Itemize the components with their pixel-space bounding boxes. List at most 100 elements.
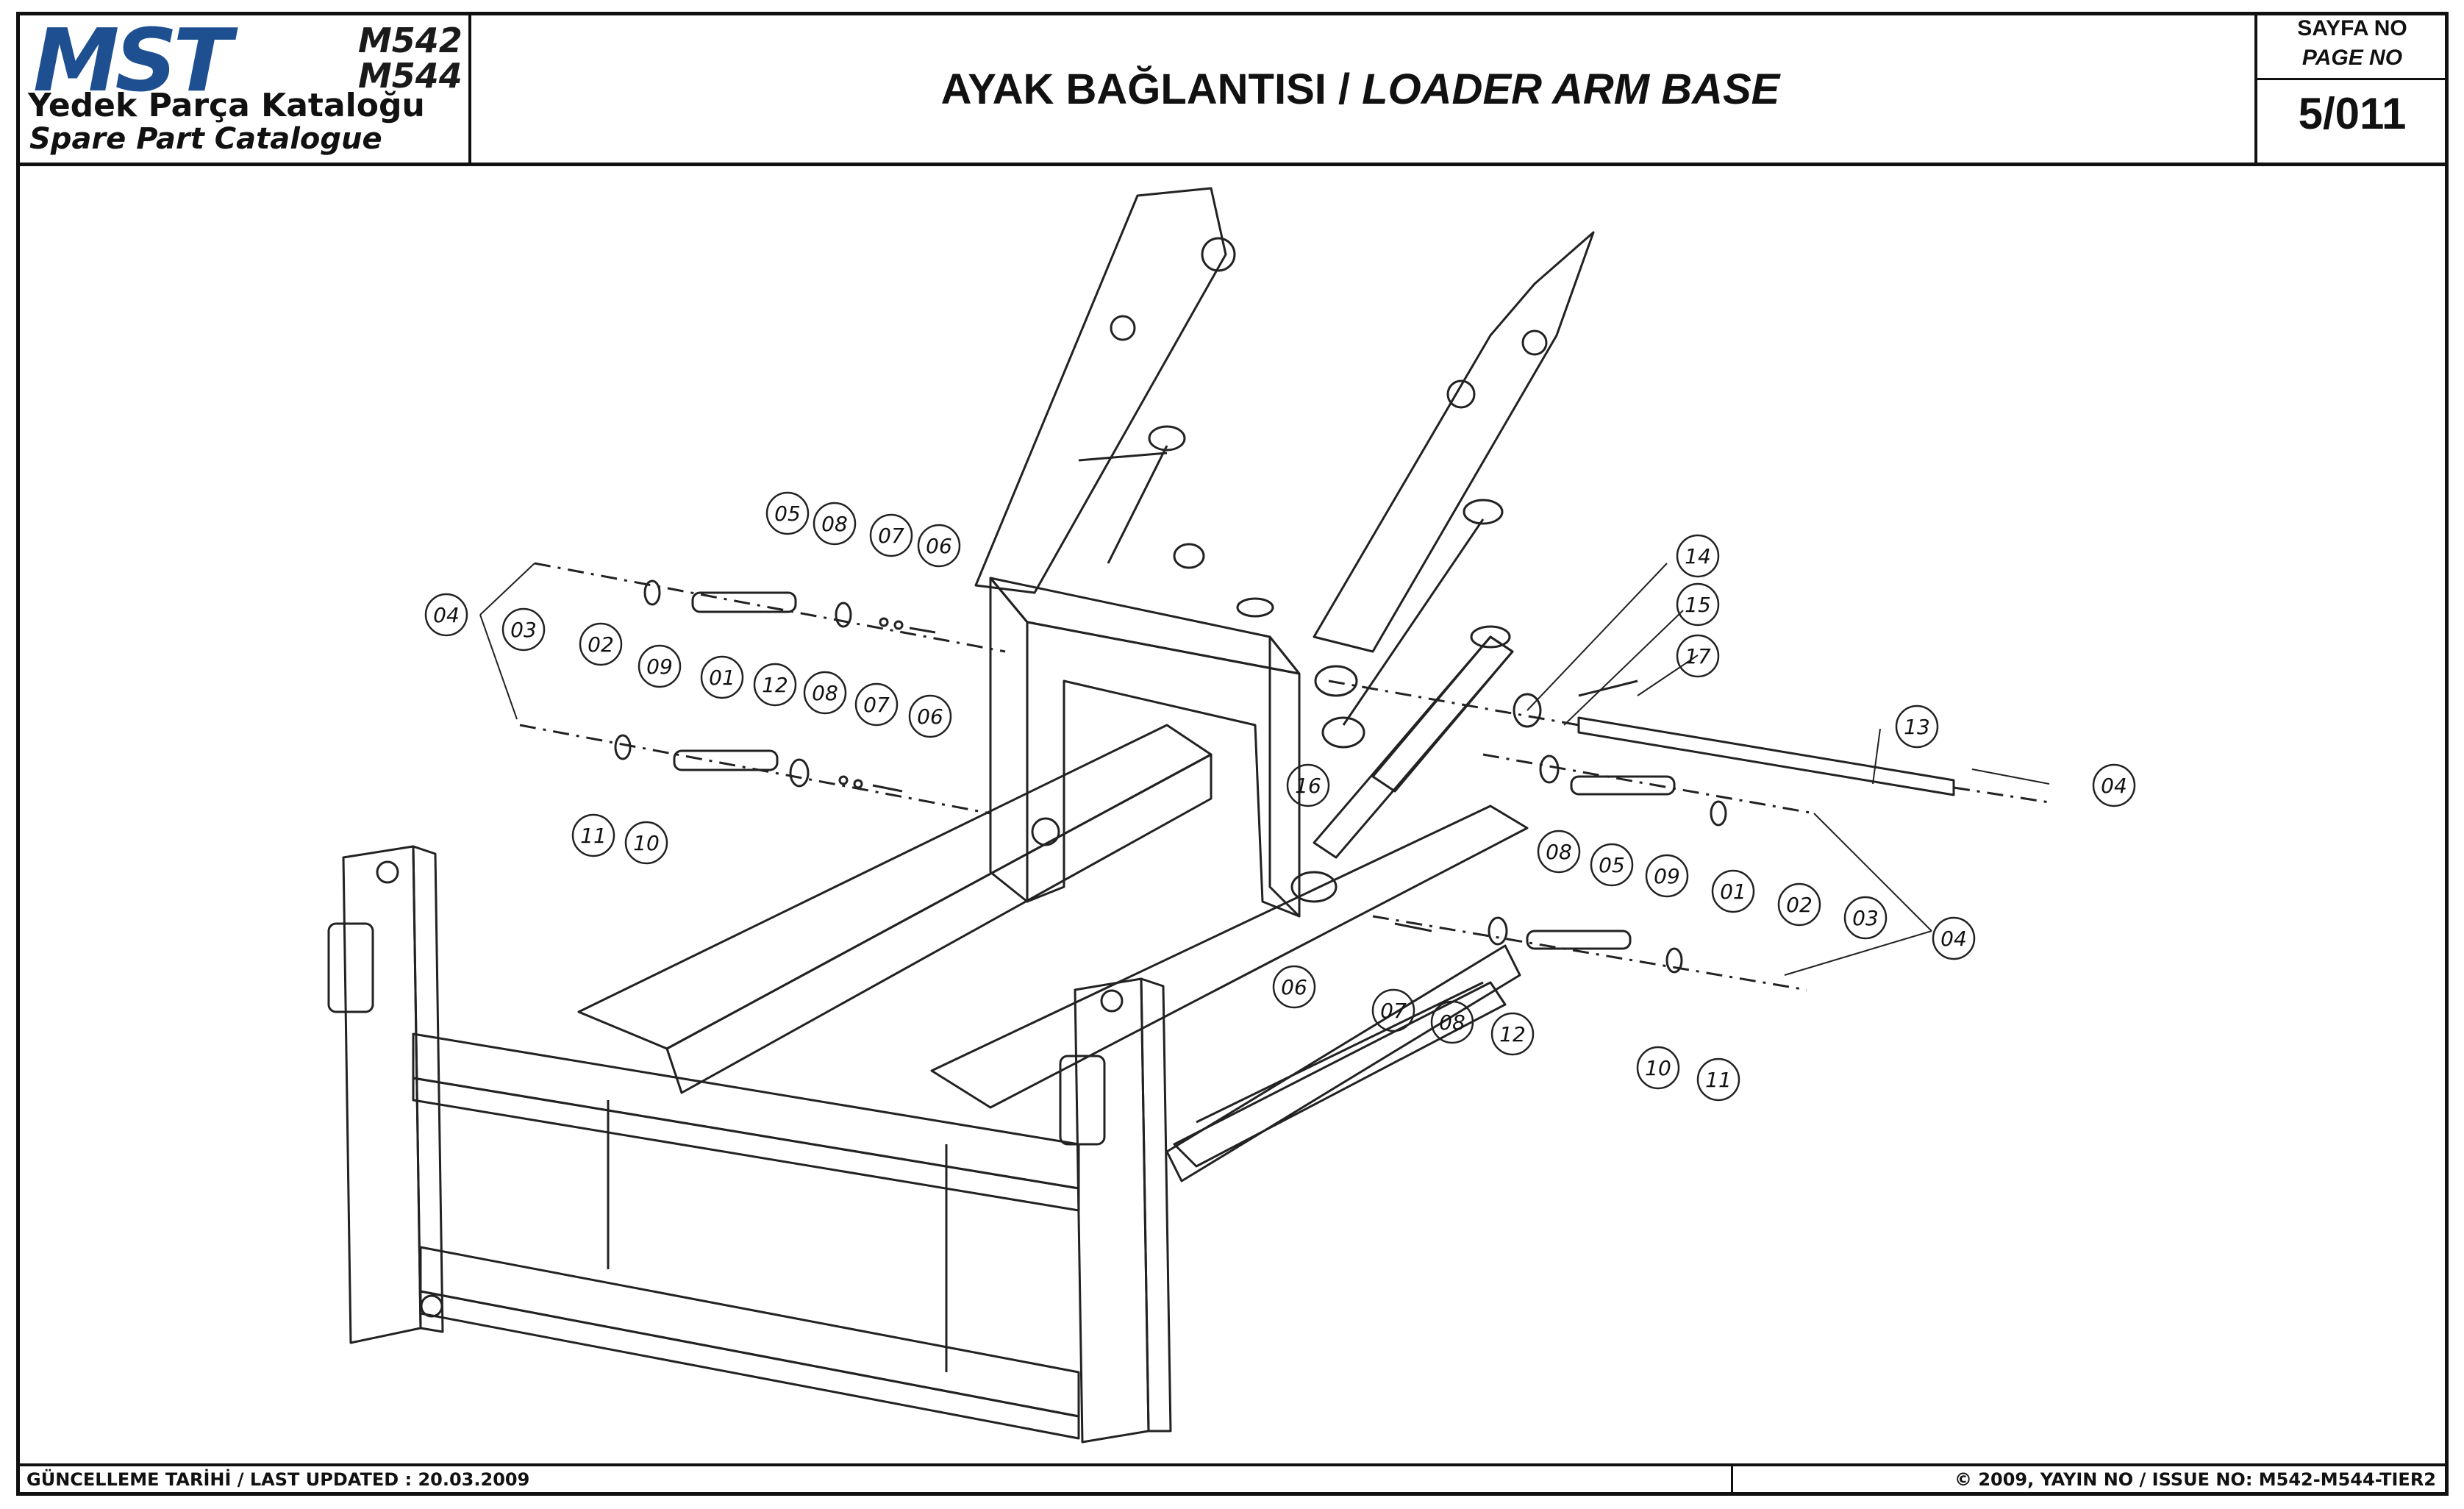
- callout-13: 13: [1895, 704, 1939, 749]
- svg-text:16: 16: [1295, 774, 1321, 798]
- footer-split: [1731, 1463, 1733, 1496]
- callout-08-d: 08: [1430, 1000, 1474, 1044]
- exploded-drawing: 04 03 02 09 01 05 08 07 06 12 08 07 06 1…: [327, 187, 2136, 1444]
- svg-text:03: 03: [1852, 906, 1879, 930]
- callout-05-b: 05: [1590, 843, 1634, 887]
- callout-06-c: 06: [1272, 965, 1316, 1009]
- callout-04-b: 04: [2092, 763, 2136, 807]
- svg-text:11: 11: [1705, 1068, 1732, 1092]
- hydraulic-cylinder: [1371, 635, 1638, 793]
- callout-07-b: 07: [854, 682, 899, 727]
- callout-08-b: 08: [803, 671, 847, 715]
- long-pin: [1328, 679, 2050, 804]
- callout-05-a: 05: [765, 491, 810, 535]
- svg-text:17: 17: [1685, 644, 1711, 668]
- callout-04-a: 04: [424, 593, 468, 637]
- callout-06-b: 06: [908, 694, 952, 738]
- pin-set-lower-left: [519, 724, 991, 815]
- page-title-en: LOADER ARM BASE: [1362, 65, 1780, 113]
- link-arms: [1107, 425, 1504, 903]
- callout-14: 14: [1676, 534, 1720, 578]
- callout-01-a: 01: [700, 655, 744, 699]
- logo-divider: [468, 12, 471, 165]
- svg-text:13: 13: [1904, 715, 1930, 739]
- callout-10-b: 10: [1636, 1046, 1680, 1090]
- callout-04-c: 04: [1932, 916, 1976, 960]
- svg-text:05: 05: [774, 502, 801, 526]
- model-2: M544: [358, 56, 463, 96]
- callout-11-a: 11: [571, 813, 615, 857]
- page-no-label-divider: [2254, 78, 2449, 80]
- svg-text:02: 02: [1786, 893, 1813, 917]
- page-no-divider: [2254, 12, 2257, 165]
- callout-16: 16: [1286, 763, 1330, 807]
- page-number: 5/011: [2298, 89, 2407, 138]
- svg-text:06: 06: [1281, 975, 1307, 999]
- svg-text:10: 10: [1645, 1056, 1671, 1080]
- svg-text:01: 01: [1720, 880, 1746, 904]
- page-label-en: PAGE NO: [2301, 46, 2403, 70]
- callout-03-a: 03: [501, 607, 546, 652]
- svg-text:14: 14: [1685, 544, 1711, 568]
- callout-12-a: 12: [753, 663, 797, 707]
- brand-logo: MST: [33, 10, 232, 111]
- callout-09-b: 09: [1645, 854, 1689, 898]
- svg-text:06: 06: [917, 704, 943, 729]
- callout-02-b: 02: [1777, 882, 1821, 927]
- svg-text:09: 09: [1654, 864, 1680, 888]
- callout-17: 17: [1676, 634, 1720, 678]
- callout-group: 04 03 02 09 01 05 08 07 06 12 08 07 06 1…: [424, 491, 2136, 1102]
- last-updated: GÜNCELLEME TARİHİ / LAST UPDATED : 20.03…: [26, 1469, 530, 1490]
- svg-text:12: 12: [762, 673, 788, 697]
- catalog-title-en: Spare Part Catalogue: [29, 122, 382, 156]
- svg-text:12: 12: [1499, 1022, 1526, 1046]
- svg-text:07: 07: [878, 524, 904, 548]
- leader-lines: [479, 563, 2050, 976]
- left-mount-post: [327, 845, 444, 1344]
- svg-text:04: 04: [2101, 774, 2127, 798]
- callout-09-a: 09: [638, 644, 682, 688]
- frame-rails: [577, 724, 1529, 1182]
- svg-text:01: 01: [709, 666, 735, 690]
- loader-arm-left: [974, 187, 1236, 594]
- callout-10-a: 10: [624, 821, 668, 865]
- svg-text:08: 08: [821, 512, 848, 536]
- svg-text:15: 15: [1685, 593, 1711, 617]
- svg-text:04: 04: [433, 603, 460, 627]
- callout-01-b: 01: [1711, 869, 1755, 913]
- center-tower: [989, 577, 1301, 918]
- cross-beams: [412, 1032, 1080, 1440]
- svg-text:07: 07: [1380, 999, 1407, 1023]
- page-frame: [16, 12, 2449, 1496]
- pin-set-right: [1372, 753, 1815, 991]
- callout-12-b: 12: [1490, 1012, 1535, 1056]
- callout-08-a: 08: [813, 502, 857, 546]
- model-1: M542: [358, 21, 463, 60]
- model-list: M542 M544: [358, 23, 463, 93]
- svg-text:07: 07: [863, 693, 890, 717]
- callout-06-a: 06: [917, 524, 961, 568]
- callout-03-b: 03: [1843, 896, 1888, 940]
- loader-arm-right: [1313, 231, 1595, 859]
- catalog-title-tr: Yedek Parça Kataloğu: [28, 87, 425, 124]
- page-title: AYAK BAĞLANTISI / LOADER ARM BASE: [471, 15, 2250, 163]
- logo-block: MST M542 M544: [20, 15, 468, 163]
- header-divider: [16, 163, 2449, 166]
- svg-text:02: 02: [588, 632, 614, 657]
- svg-text:08: 08: [812, 681, 838, 705]
- svg-text:09: 09: [646, 654, 673, 679]
- callout-02-a: 02: [579, 622, 623, 666]
- callout-07-a: 07: [869, 513, 913, 557]
- svg-text:05: 05: [1599, 853, 1625, 877]
- svg-text:11: 11: [580, 824, 607, 848]
- callout-15: 15: [1676, 582, 1720, 627]
- callout-08-c: 08: [1537, 830, 1581, 874]
- callout-11-b: 11: [1696, 1057, 1740, 1102]
- page-title-tr: AYAK BAĞLANTISI /: [940, 65, 1351, 113]
- svg-text:08: 08: [1546, 840, 1572, 864]
- svg-text:06: 06: [926, 534, 952, 558]
- svg-text:10: 10: [633, 831, 660, 855]
- svg-text:03: 03: [510, 618, 537, 642]
- svg-text:04: 04: [1940, 927, 1967, 951]
- issue-number: © 2009, YAYIN NO / ISSUE NO: M542-M544-T…: [1954, 1469, 2436, 1490]
